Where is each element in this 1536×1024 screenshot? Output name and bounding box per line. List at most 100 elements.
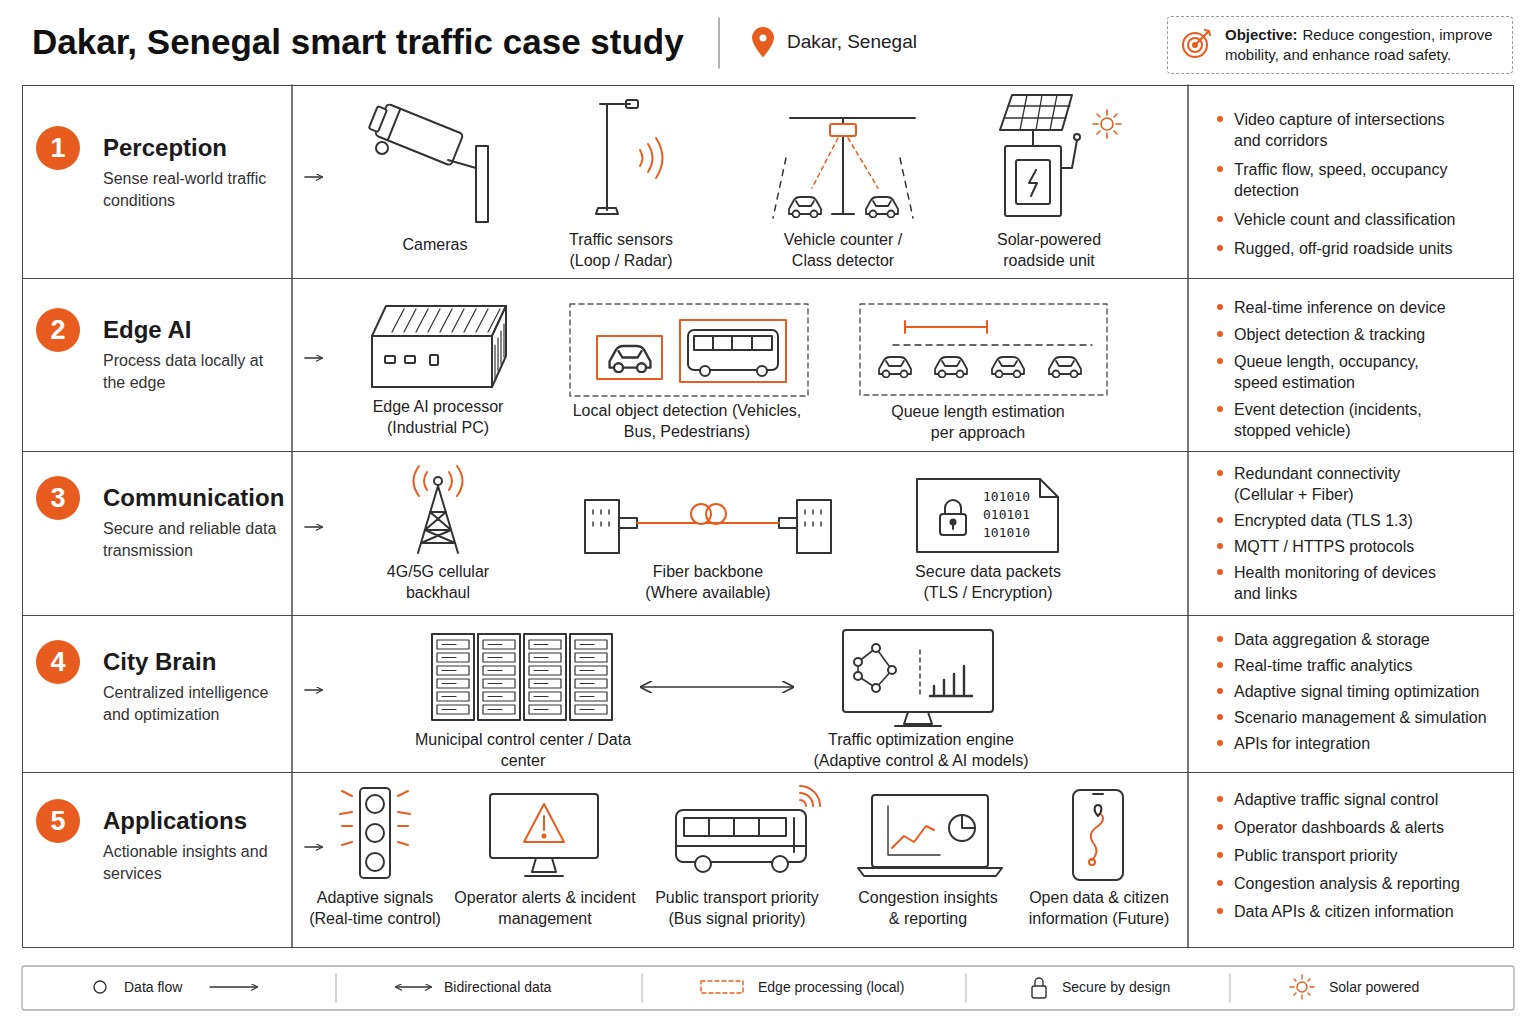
- edge-processor-icon: [372, 306, 506, 387]
- step-number: 4: [36, 640, 80, 684]
- feature-bullet: APIs for integration: [1234, 733, 1504, 754]
- edge-processor-icon: [372, 306, 506, 336]
- server-racks-icon: [442, 644, 456, 645]
- laptop-icon: [858, 795, 1002, 876]
- optimization-monitor-icon: [872, 684, 880, 692]
- solar-unit-icon: [1004, 95, 1070, 130]
- server-racks-icon: [483, 653, 515, 662]
- queue-estimation-icon: [935, 357, 967, 378]
- traffic-light-icon: [366, 795, 384, 813]
- server-racks-icon: [575, 640, 607, 649]
- step-number: 1: [36, 126, 80, 170]
- legend-text: Bidirectional data: [444, 978, 551, 996]
- camera-icon: [388, 109, 401, 141]
- layer-heading: Perception: [103, 133, 227, 163]
- solar-unit-icon: [1005, 146, 1061, 216]
- server-racks-icon: [488, 696, 502, 697]
- server-racks-icon: [580, 670, 594, 671]
- cell-tower-icon: [414, 466, 463, 496]
- legend-bar: [22, 966, 1514, 1010]
- server-racks-icon: [570, 634, 612, 720]
- row-arrows: [305, 526, 322, 528]
- server-racks-icon: [437, 705, 469, 714]
- fiber-backbone-icon: [585, 500, 831, 553]
- solar-unit-icon: [1061, 140, 1077, 168]
- packet-bits: 010101: [983, 507, 1030, 523]
- icon-caption: Fiber backbone (Where available): [628, 561, 788, 603]
- server-racks-icon: [534, 709, 548, 710]
- object-detection-icon: [570, 304, 808, 396]
- server-racks-icon: [529, 692, 561, 701]
- feature-bullet: Data aggregation & storage: [1234, 629, 1504, 650]
- row-arrows: [305, 689, 322, 691]
- optimization-monitor-icon: [858, 648, 892, 688]
- vehicle-counter-icon: [773, 158, 913, 218]
- server-racks-icon: [432, 634, 612, 720]
- secure-packet-icon: [952, 524, 954, 529]
- server-racks-icon: [580, 709, 594, 710]
- server-racks-icon: [442, 696, 456, 697]
- layer-description: Sense real-world traffic conditions: [103, 168, 288, 212]
- feature-bullet: Adaptive signal timing optimization: [1234, 681, 1504, 702]
- edge-processor-icon: [488, 309, 500, 332]
- component-caption: Municipal control center / Data center: [413, 729, 633, 771]
- camera-icon: [369, 106, 387, 132]
- vehicle-counter-icon: [866, 197, 898, 218]
- row-arrows: [305, 176, 322, 178]
- solar-unit-icon: [1032, 130, 1034, 146]
- server-racks-icon: [442, 709, 456, 710]
- solar-unit-icon: [1004, 95, 1070, 130]
- server-racks-icon: [580, 644, 594, 645]
- server-racks-icon: [437, 653, 469, 662]
- vehicle-counter-icon: [790, 117, 915, 119]
- feature-bullet: Vehicle count and classification: [1234, 209, 1504, 230]
- location-pin: [760, 35, 767, 42]
- optimization-monitor-icon: [919, 650, 920, 694]
- server-racks-icon: [534, 657, 548, 658]
- feature-bullet: Data APIs & citizen information: [1234, 901, 1504, 922]
- vehicle-counter-icon: [773, 118, 915, 218]
- alert-monitor-icon: [525, 858, 563, 876]
- queue-estimation-icon: [893, 344, 1092, 345]
- traffic-light-icon: [340, 791, 410, 845]
- legend-bar: [1297, 982, 1307, 992]
- camera-icon: [448, 160, 476, 168]
- table-frame: [291, 85, 293, 947]
- edge-processor-icon: [497, 338, 498, 371]
- vehicle-counter-icon: [848, 138, 878, 188]
- solar-unit-icon: [1000, 95, 1121, 216]
- icon-caption: Congestion insights & reporting: [853, 887, 1003, 929]
- icon-caption: Queue length estimation per approach: [878, 401, 1078, 443]
- optimization-monitor-icon: [854, 644, 896, 692]
- step-number-text: 5: [50, 806, 65, 837]
- icon-caption: Operator alerts & incident management: [453, 887, 638, 929]
- icon-caption: Open data & citizen information (Future): [1022, 887, 1177, 929]
- bus-priority-icon: [676, 786, 820, 872]
- edge-processor-icon: [494, 345, 495, 378]
- edge-processor-icon: [495, 324, 504, 378]
- location-label: Dakar, Senegal: [787, 31, 917, 52]
- icon-caption: Traffic sensors (Loop / Radar): [556, 229, 686, 271]
- secure-packet-icon: [917, 479, 1058, 552]
- layer-heading: Edge AI: [103, 315, 191, 345]
- alert-monitor-icon: [524, 804, 564, 842]
- step-number-text: 3: [50, 483, 65, 514]
- bus-priority-icon: [676, 818, 806, 852]
- feature-bullet: Traffic flow, speed, occupancy detection: [1234, 159, 1459, 201]
- feature-bullet: Operator dashboards & alerts: [1234, 817, 1504, 838]
- object-detection-icon: [570, 304, 808, 396]
- server-racks-icon: [534, 683, 548, 684]
- vehicle-counter-icon: [812, 138, 878, 188]
- edge-processor-icon: [385, 356, 395, 363]
- legend-bar: [1290, 975, 1314, 999]
- secure-packet-icon: [940, 514, 966, 535]
- server-racks-icon: [442, 670, 456, 671]
- solar-unit-icon: [1029, 170, 1037, 196]
- server-racks-icon: [432, 634, 474, 720]
- fiber-backbone-icon: [797, 500, 831, 553]
- component-figure: Municipal control center / Data center: [413, 629, 633, 771]
- server-racks-icon: [534, 696, 548, 697]
- legend-bar: [965, 974, 966, 1002]
- optimization-monitor-icon: [888, 666, 896, 674]
- traffic-light-icon: [360, 788, 390, 878]
